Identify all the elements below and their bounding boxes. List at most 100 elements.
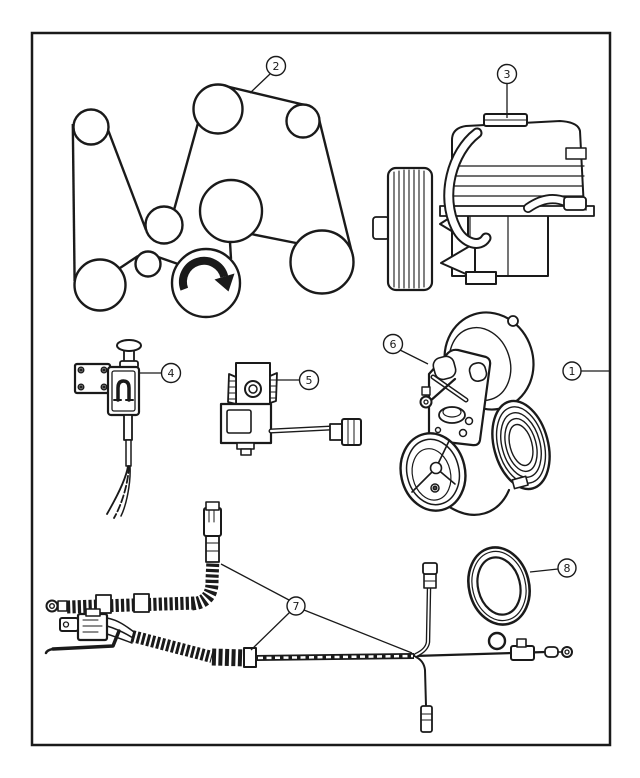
pulley: [72, 108, 110, 146]
figure-border: [30, 31, 612, 747]
pump-belly: [446, 488, 511, 516]
callout-6: 6: [382, 333, 429, 365]
belt-segment: [71, 123, 76, 282]
mounting-plate: [73, 362, 112, 395]
callout-circle: [382, 333, 404, 355]
rotation-arrow: [178, 256, 229, 291]
pigtail-wires: [106, 465, 129, 515]
callout-circle: [265, 55, 287, 77]
belt-segment: [100, 113, 148, 231]
callout-circle: [562, 361, 582, 381]
callout-2: 2: [249, 55, 287, 94]
rod-ball: [419, 395, 433, 409]
callout-number: 5: [306, 374, 313, 387]
lower-stem: [123, 414, 133, 441]
branch-up-connector: [422, 562, 438, 575]
callout-leader: [399, 349, 429, 365]
branch-down: [415, 656, 427, 707]
callout-leader: [303, 609, 413, 654]
conduit-upper: [66, 596, 197, 614]
ring-terminal-left: [45, 599, 59, 613]
callout-number: 1: [569, 365, 576, 378]
rotation-arrow-head: [214, 273, 235, 292]
seal-ring-figure: [467, 546, 531, 626]
pump-foot: [465, 271, 497, 285]
air-pump-figure: [399, 311, 551, 516]
vacuum-solenoid-figure: [219, 362, 362, 456]
pump-pulley: [386, 166, 434, 292]
callout-circle: [298, 369, 320, 391]
pulley: [134, 250, 162, 278]
valve-port: [244, 380, 262, 398]
conduit-ribbed: [211, 648, 247, 667]
reservoir-flange: [439, 205, 595, 217]
relay: [76, 612, 109, 642]
callouts: 1 2 3 4 5 6 7 8: [140, 55, 609, 654]
belt-segment: [250, 232, 297, 245]
callout-1: 1: [562, 361, 609, 381]
pump-bracket-lower: [440, 242, 476, 279]
callout-leader: [249, 73, 271, 94]
pulley-hub-bolt: [429, 461, 443, 475]
hub-fitting: [438, 406, 466, 424]
callout-3: 3: [496, 63, 518, 118]
callout-leader: [250, 611, 291, 651]
callout-number: 7: [293, 600, 300, 613]
conduit-riser: [190, 557, 220, 611]
branch-down-connector: [420, 705, 433, 733]
clip-block: [510, 645, 535, 661]
callout-8: 8: [529, 558, 577, 578]
pulley: [285, 103, 321, 139]
pulley: [144, 205, 184, 245]
outlet-fitting-upper: [565, 147, 587, 160]
solenoid-bracket-figure: [73, 339, 142, 519]
conduit-collar: [243, 647, 257, 668]
plunger-cap: [116, 339, 142, 352]
p-clip: [487, 631, 507, 651]
ribbed-outlet: [491, 399, 551, 491]
belt-segment: [228, 241, 233, 260]
connector-plug: [341, 418, 362, 446]
callout-circle: [557, 558, 577, 578]
relay-rod: [51, 629, 121, 651]
callout-7: 7: [220, 563, 413, 654]
relay-wires: [106, 617, 135, 644]
pump-shaft: [372, 216, 390, 240]
belt-routing-diagram: [71, 83, 355, 319]
belt-segment: [172, 122, 200, 211]
belt-segment: [157, 255, 179, 266]
belt-segment: [119, 255, 139, 269]
callout-number: 2: [273, 60, 280, 73]
callout-5: 5: [277, 369, 320, 391]
riser-tube: [205, 533, 220, 563]
callout-number: 8: [564, 562, 571, 575]
pulley: [192, 83, 244, 135]
ring-terminal-right: [561, 646, 573, 658]
belt-segment: [220, 83, 306, 107]
wiring-harness-figure: [44, 501, 573, 733]
callout-number: 3: [504, 68, 511, 81]
outlet-nipple: [563, 196, 587, 211]
pulley: [289, 229, 355, 295]
callout-number: 4: [168, 367, 175, 380]
power-steering-pump-figure: [372, 113, 595, 292]
conduit-lower: [130, 630, 214, 663]
riser-connector: [203, 507, 222, 537]
end-fitting: [544, 646, 559, 658]
callout-4: 4: [140, 362, 182, 384]
horseshoe-mark: [116, 379, 131, 402]
callout-leader: [220, 563, 290, 601]
reservoir: [451, 120, 585, 210]
callout-number: 6: [390, 338, 397, 351]
outlet-tab: [511, 475, 529, 490]
callout-circle: [160, 362, 182, 384]
pulley: [198, 178, 264, 244]
canister-nipple: [507, 315, 519, 327]
pulley: [73, 258, 127, 312]
callout-circle: [286, 596, 306, 616]
border-rect: [30, 31, 612, 747]
valve-nipple: [236, 442, 255, 450]
belt-segment: [317, 118, 355, 258]
callout-leader: [529, 568, 559, 573]
